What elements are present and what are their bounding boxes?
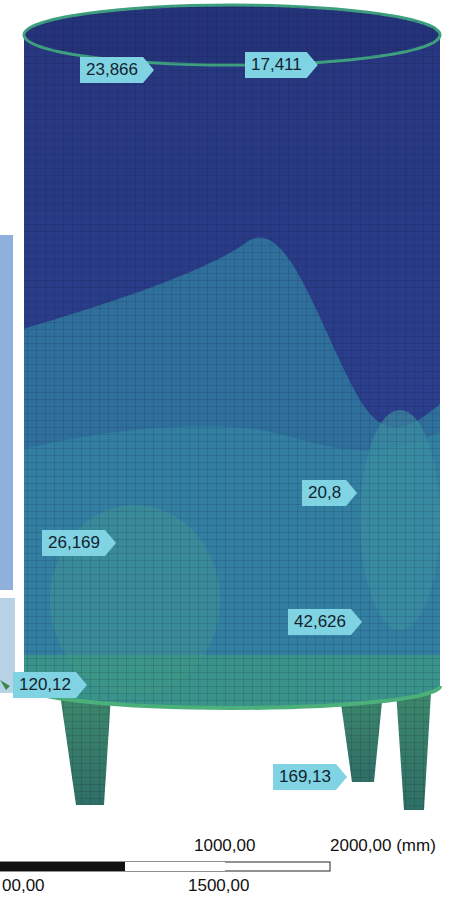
scale-label: 1500,00 [186, 876, 251, 896]
side-image [0, 598, 15, 693]
callout-number: 26,169 [42, 530, 116, 556]
callout-number: 17,411 [245, 52, 318, 78]
side-panel [0, 235, 13, 590]
scale-label: 2000,00 (mm) [328, 836, 438, 856]
tank-top [24, 5, 440, 65]
scale-bar [0, 862, 330, 871]
callout-number: 42,626 [288, 609, 362, 635]
callout-number: 169,13 [273, 764, 347, 790]
callout-number: 20,8 [302, 480, 357, 506]
scale-label: 1000,00 [192, 836, 257, 856]
tank-shell [20, 0, 445, 720]
callout-number: 120,12 [13, 672, 87, 698]
scale-label: 00,00 [0, 876, 47, 896]
callout-number: 23,866 [80, 57, 154, 83]
